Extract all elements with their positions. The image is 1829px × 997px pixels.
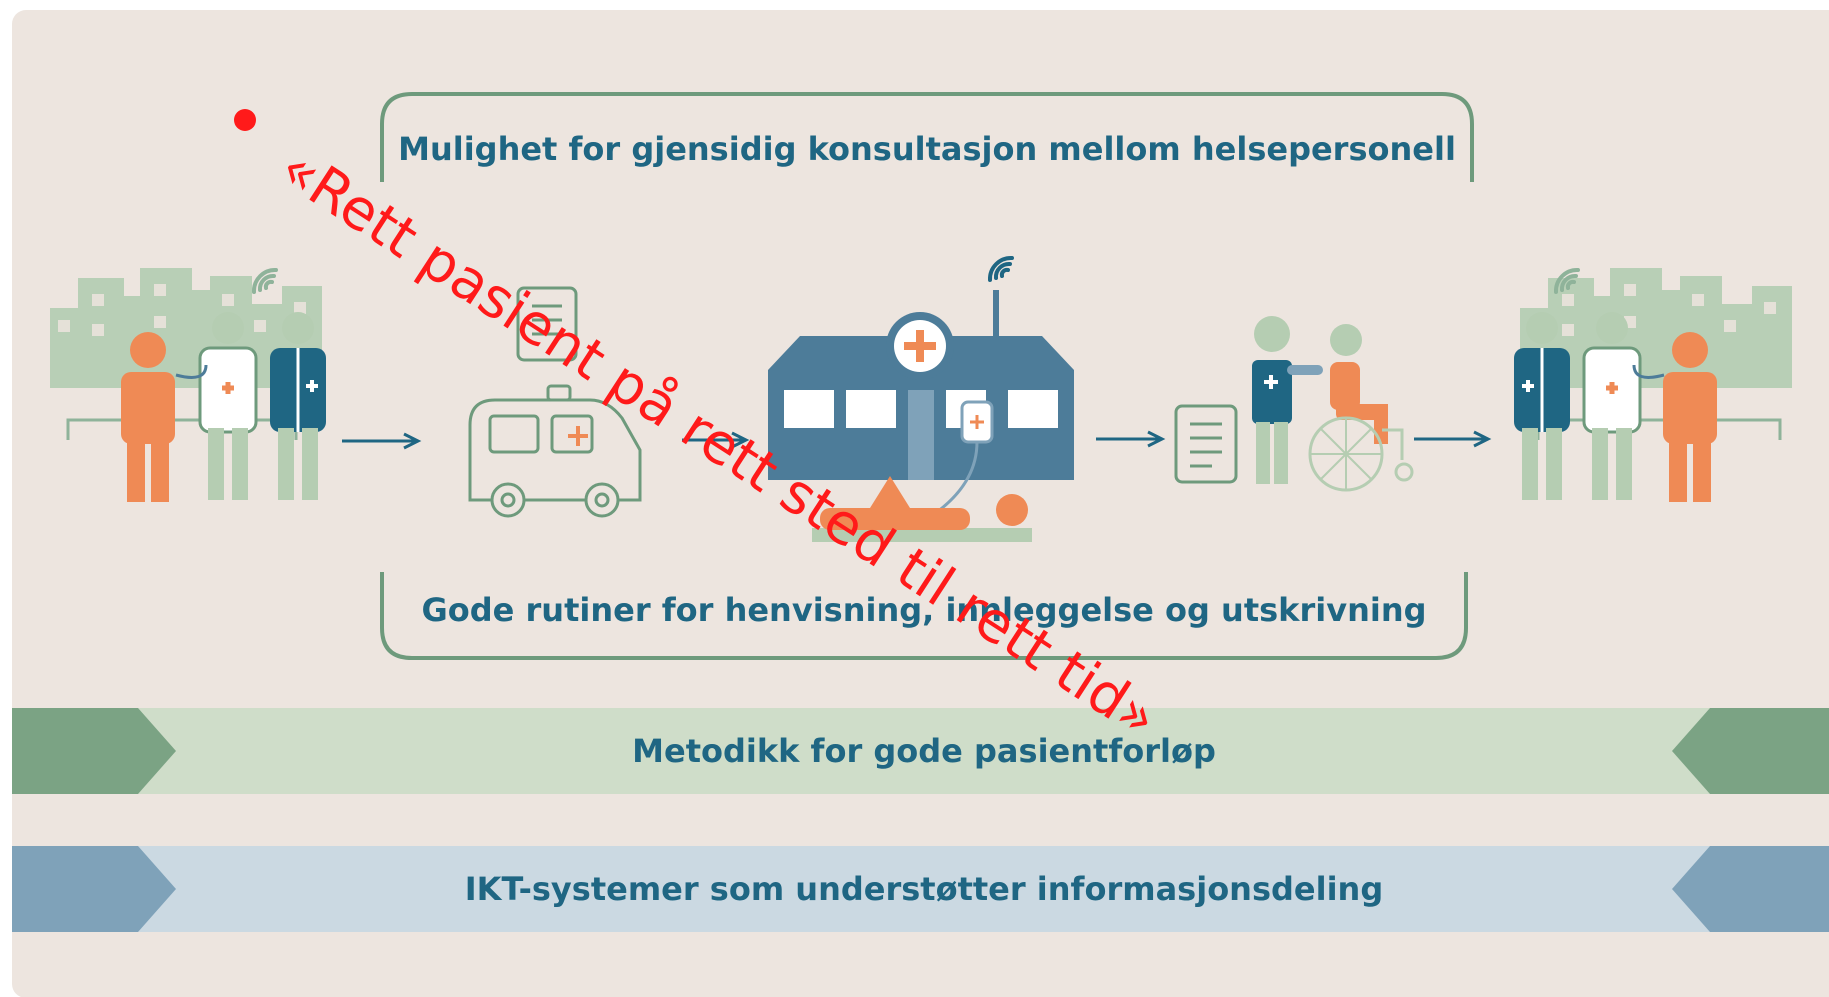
right-doctor-icon — [1582, 312, 1665, 500]
top-banner-text: Mulighet for gjensidig konsultasjon mell… — [398, 130, 1456, 168]
iv-drip-icon — [936, 400, 994, 514]
discharge-document-icon — [1174, 404, 1238, 484]
arrow-right-icon — [682, 431, 750, 449]
arrow-right-icon — [342, 432, 422, 450]
bottom-bracket — [380, 572, 1468, 660]
left-nurse-icon — [270, 312, 326, 500]
left-doctor-icon — [175, 312, 258, 500]
methodology-band-text: Metodikk for gode pasientforløp — [632, 732, 1216, 770]
wheelchair-icon — [1308, 324, 1414, 492]
referral-document-icon — [516, 286, 578, 362]
ict-band: IKT-systemer som understøtter informasjo… — [12, 846, 1829, 932]
hospital-icon — [768, 255, 1074, 480]
arrow-right-icon — [1096, 430, 1166, 448]
lying-patient-icon — [812, 476, 1032, 542]
right-nurse-icon — [1514, 312, 1570, 500]
ambulance-icon — [468, 384, 642, 518]
caregiver-icon — [1252, 316, 1323, 484]
top-bracket — [380, 92, 1474, 182]
overlay-bullet — [234, 109, 256, 131]
methodology-band: Metodikk for gode pasientforløp — [12, 708, 1829, 794]
bottom-banner-text: Gode rutiner for henvisning, innleggelse… — [422, 591, 1427, 629]
ict-band-text: IKT-systemer som understøtter informasjo… — [465, 870, 1383, 908]
arrow-right-icon — [1414, 430, 1492, 448]
